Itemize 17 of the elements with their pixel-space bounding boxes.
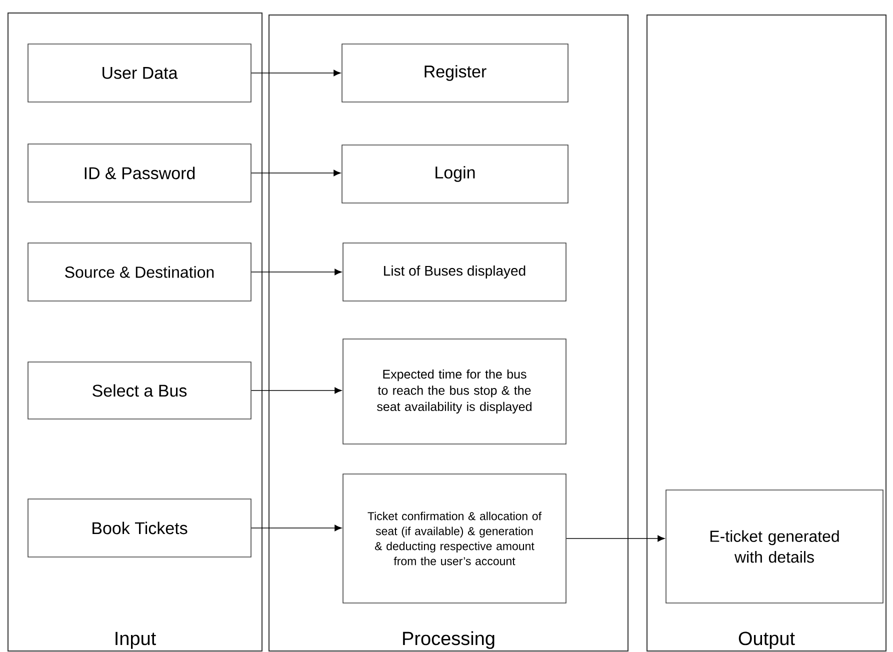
arrow [251, 170, 341, 176]
process-box: Login [342, 144, 568, 204]
arrow [251, 524, 342, 532]
process-box: Book Tickets [28, 498, 252, 558]
arrow [251, 268, 342, 276]
process-box: List of Buses displayed [342, 242, 566, 302]
arrow [251, 387, 342, 394]
process-box: Expected time for the bus to reach the bus stop & the seat availability is displayed [342, 338, 566, 444]
process-box: User Data [28, 44, 252, 102]
process-box: Select a Bus [28, 362, 252, 420]
process-box: Ticket confirmation & allocation of seat (if available) & generation & deducting respective amount from the user’s account [342, 474, 566, 604]
arrow [566, 535, 665, 542]
arrow [251, 70, 341, 76]
process-box: Source & Destination [28, 242, 252, 302]
process-box: ID & Password [28, 144, 252, 202]
process-box: E-ticket generated with details [666, 490, 884, 604]
process-box: Register [342, 44, 568, 102]
